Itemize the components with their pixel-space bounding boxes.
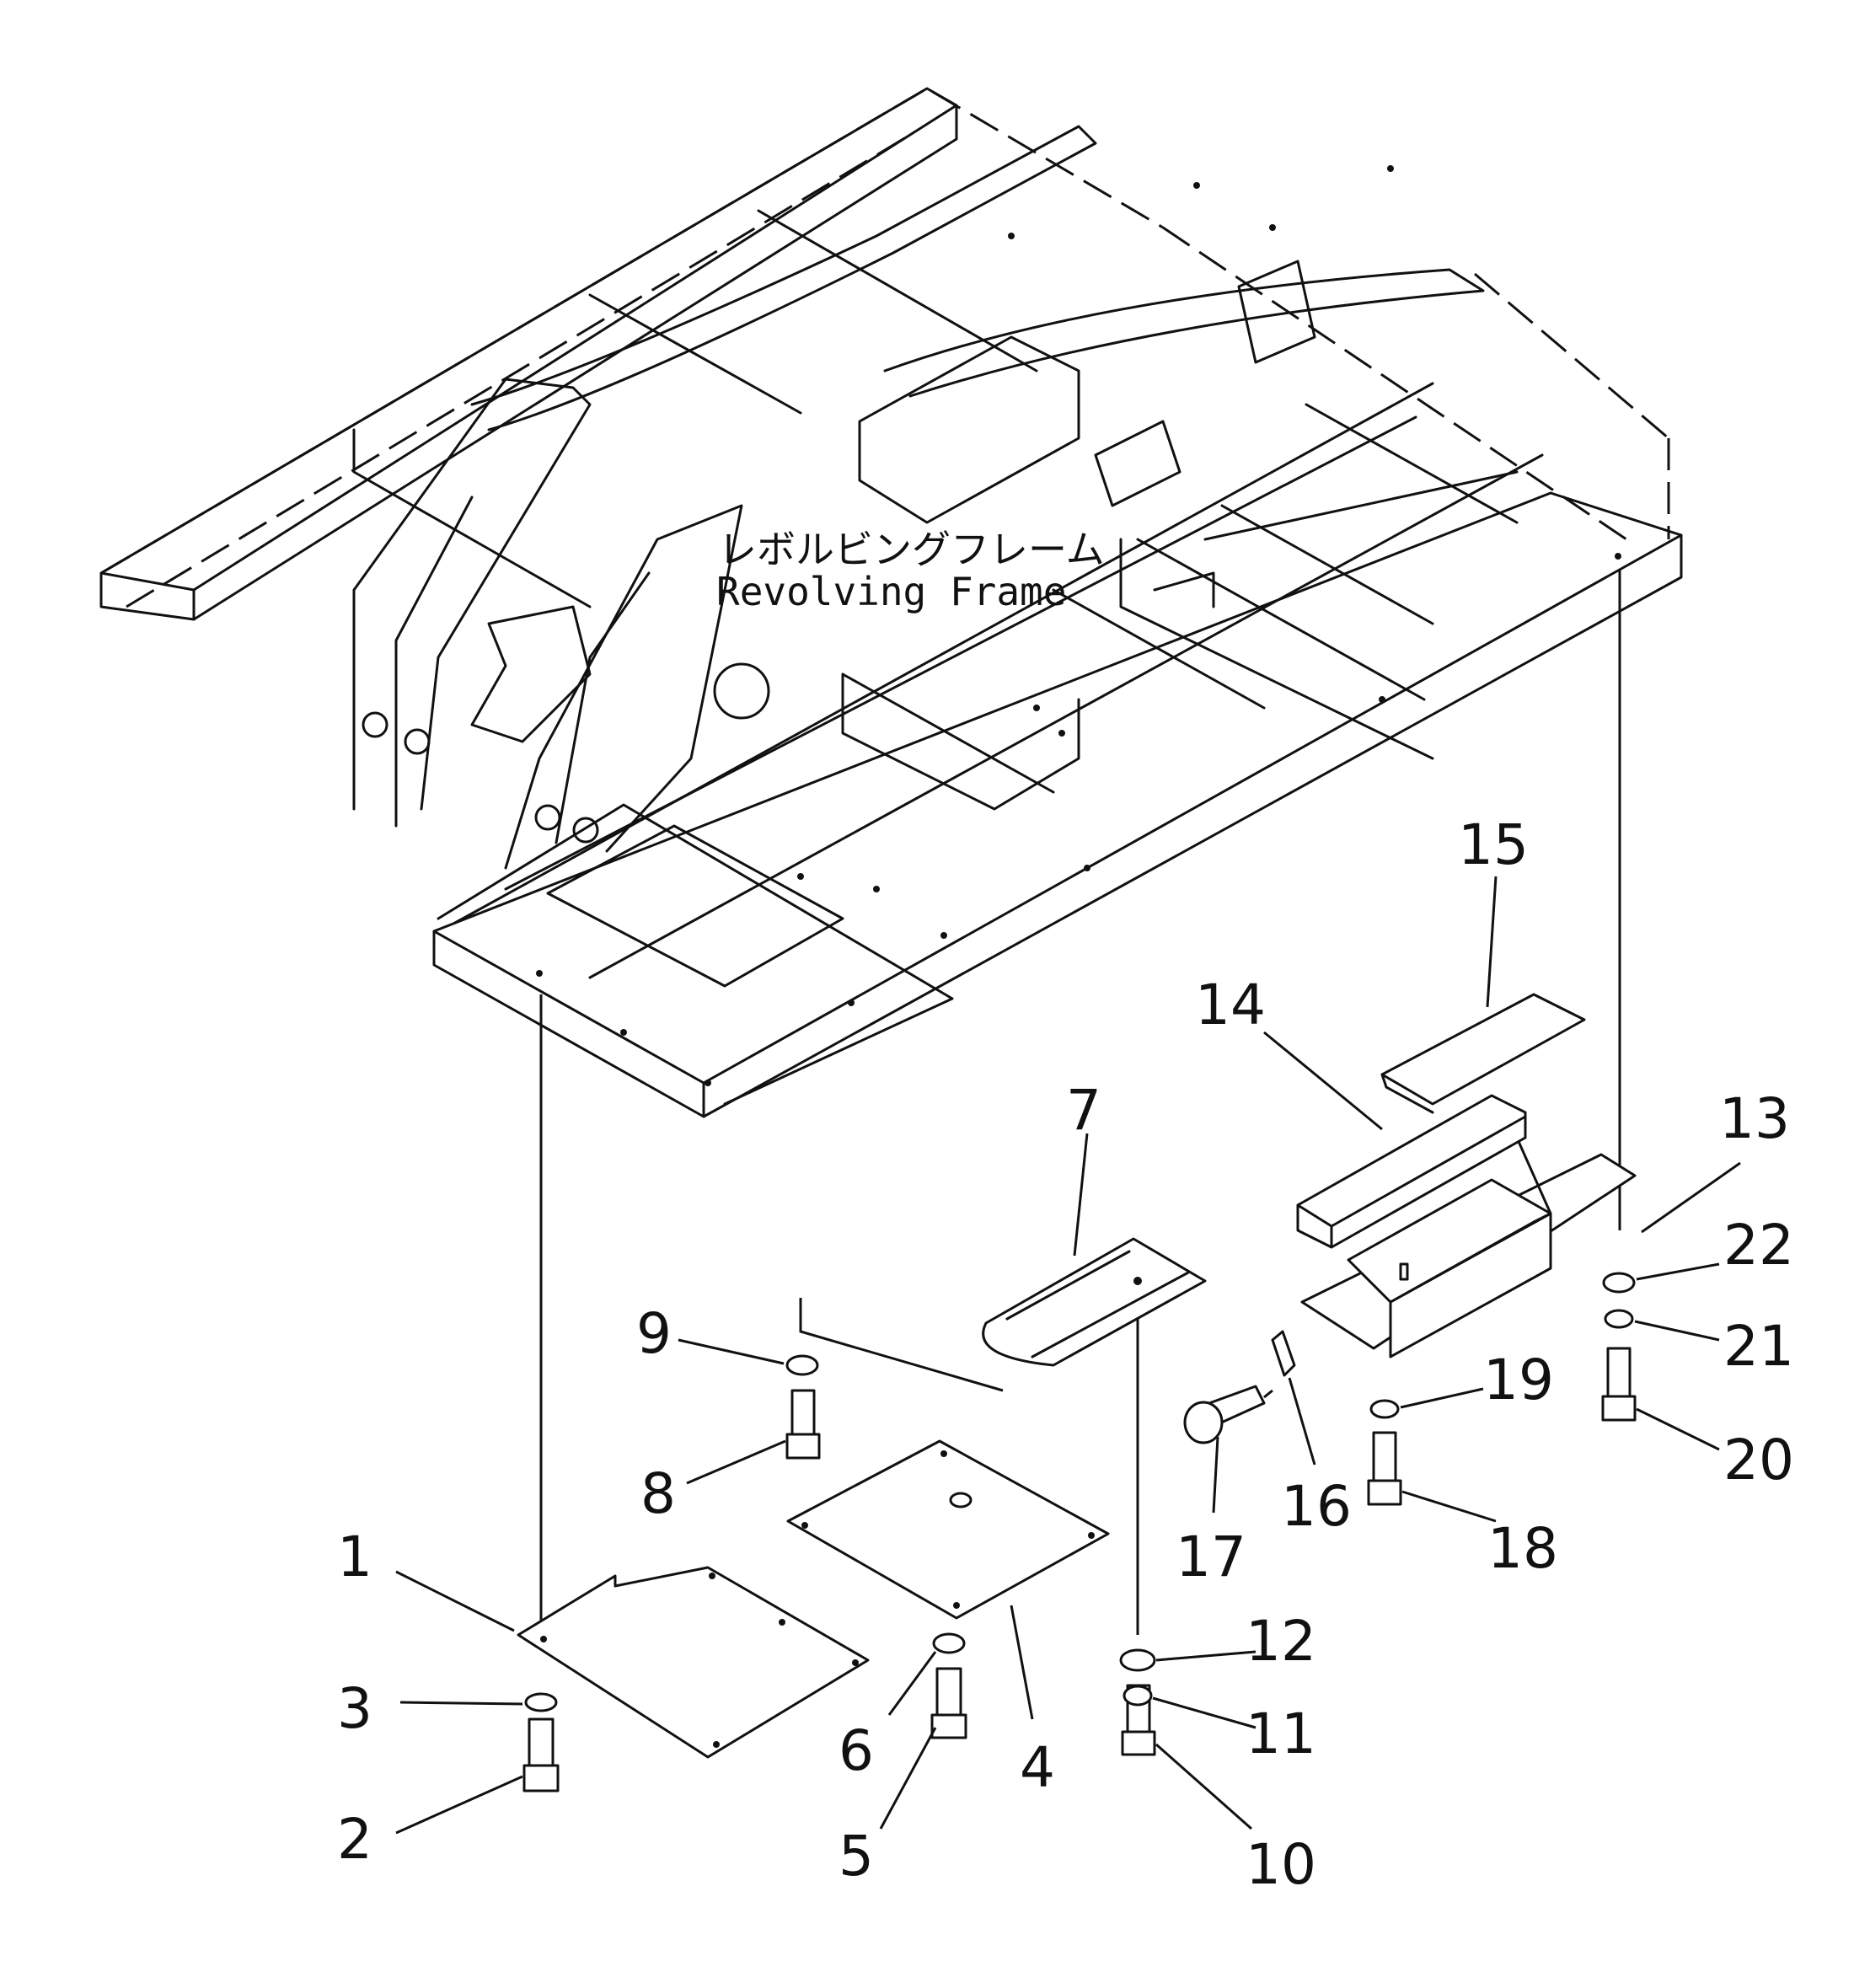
callout-10: 10 [1246,1832,1316,1897]
callout-3: 3 [337,1676,372,1741]
leader-14 [1263,1031,1383,1131]
leader-3 [399,1701,523,1706]
part-7-cover [982,1237,1207,1367]
callout-13: 13 [1719,1086,1790,1151]
callout-6: 6 [839,1718,874,1783]
revolving-frame [99,87,1683,1118]
part-15-plate [1380,993,1586,1114]
part-2-bolt [522,1717,560,1792]
leader-6 [887,1651,937,1716]
alignment-line-part7 [799,1298,1004,1392]
leader-18 [1401,1490,1497,1523]
leader-10 [1155,1743,1252,1830]
part-8-bolt [785,1389,821,1460]
callout-14: 14 [1195,973,1266,1037]
leader-21 [1634,1320,1720,1342]
leader-19 [1400,1387,1484,1409]
callout-numbers: 1 2 3 4 5 6 7 8 9 10 11 12 13 14 15 16 1… [337,812,1794,1897]
leader-5 [879,1727,937,1830]
part-22-washer [1602,1272,1636,1294]
leader-13 [1641,1161,1741,1234]
leader-17 [1212,1436,1219,1514]
leader-lines [395,876,1741,1835]
part-21-washer [1604,1309,1634,1329]
leader-8 [686,1439,786,1485]
part-19-washer [1369,1399,1400,1419]
callout-9: 9 [636,1301,672,1366]
leader-20 [1636,1407,1720,1451]
callout-8: 8 [640,1461,676,1526]
frame-label-japanese: レボルビングフレーム [718,527,1105,572]
leader-7 [1073,1133,1089,1257]
leader-22 [1636,1262,1720,1281]
callout-18: 18 [1487,1516,1558,1581]
leader-11 [1152,1696,1256,1729]
leader-16 [1288,1377,1316,1466]
callout-22: 22 [1723,1213,1794,1278]
leader-2 [395,1775,523,1835]
part-9-washer [785,1354,819,1376]
frame-label-english: Revolving Frame [716,569,1066,614]
part-12-washer [1119,1648,1156,1672]
callout-1: 1 [337,1524,372,1589]
callout-16: 16 [1281,1474,1352,1539]
part-16-clip [1271,1330,1296,1377]
callout-7: 7 [1066,1078,1101,1143]
leader-12 [1155,1650,1256,1662]
callout-4: 4 [1020,1735,1055,1800]
part-3-washer [524,1692,558,1712]
frame-label: レボルビングフレーム Revolving Frame [716,527,1105,614]
leader-4 [1010,1605,1034,1720]
callout-15: 15 [1458,812,1529,877]
part-4-cover [786,1439,1110,1620]
callout-20: 20 [1723,1428,1794,1492]
callout-17: 17 [1176,1524,1246,1589]
callout-21: 21 [1723,1314,1794,1379]
part-17-bolt [1183,1385,1273,1444]
leader-1 [395,1570,515,1632]
part-18-bolt [1367,1431,1402,1506]
callout-19: 19 [1483,1348,1554,1412]
part-13-bracket [1300,1137,1637,1358]
leader-15 [1486,876,1498,1008]
callout-2: 2 [337,1807,372,1872]
part-5-bolt [930,1667,967,1739]
part-11-washer [1123,1685,1153,1707]
callout-5: 5 [839,1824,874,1889]
part-1-cover [517,1566,870,1759]
callout-12: 12 [1246,1609,1316,1674]
part-20-bolt [1601,1347,1637,1422]
part-6-washer [932,1632,966,1654]
callout-11: 11 [1246,1701,1316,1766]
part-14-bar [1296,1094,1527,1249]
leader-9 [678,1338,785,1365]
